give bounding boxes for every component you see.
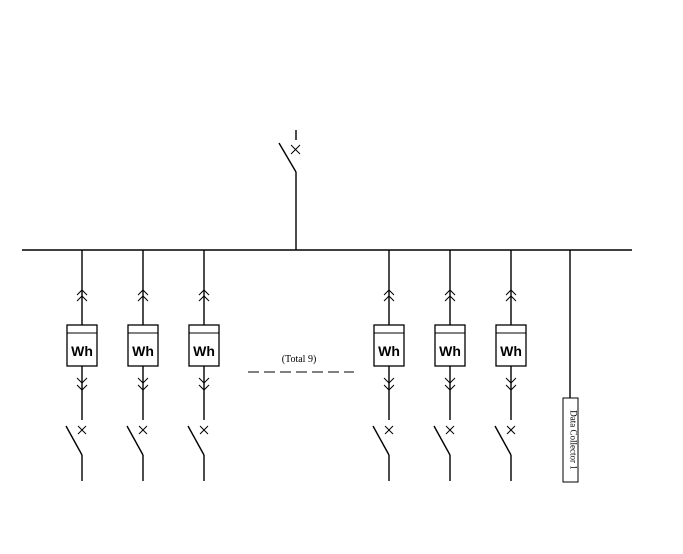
feeder-branch: Wh [126, 250, 159, 481]
feeder-breaker-icon [65, 425, 87, 481]
energy-meter: Wh [66, 324, 98, 367]
plug-in-connector-icon [383, 289, 395, 302]
feeder-breaker-icon [372, 425, 394, 481]
continuation-indicator: (Total 9) [248, 354, 354, 373]
plug-in-connector-icon [383, 377, 395, 391]
feeder-branch: Wh [187, 250, 220, 481]
meter-label: Wh [193, 343, 215, 359]
feeder-branch: Wh [372, 250, 405, 481]
data-collector-box [562, 397, 579, 483]
meter-label: Wh [132, 343, 154, 359]
feeder-branch: Wh [494, 250, 527, 481]
plug-in-connector-icon [76, 377, 88, 391]
data-collector: Data Collector 1 [562, 250, 579, 483]
feeder-breaker-icon [187, 425, 209, 481]
feeder-breaker-icon [126, 425, 148, 481]
plug-in-connector-icon [505, 289, 517, 302]
meter-label: Wh [71, 343, 93, 359]
plug-in-connector-icon [198, 377, 210, 391]
feeder-breaker-icon [433, 425, 455, 481]
feeder-branch: Wh [65, 250, 98, 481]
feeder-group: Wh Wh Wh Wh Wh Wh [65, 250, 527, 481]
energy-meter: Wh [127, 324, 159, 367]
energy-meter: Wh [434, 324, 466, 367]
meter-label: Wh [378, 343, 400, 359]
plug-in-connector-icon [76, 289, 88, 302]
energy-meter: Wh [373, 324, 405, 367]
main-incoming-breaker [278, 130, 301, 250]
energy-meter: Wh [495, 324, 527, 367]
feeder-breaker-icon [494, 425, 516, 481]
total-note: (Total 9) [282, 354, 317, 365]
plug-in-connector-icon [137, 289, 149, 302]
energy-meter: Wh [188, 324, 220, 367]
plug-in-connector-icon [444, 377, 456, 391]
plug-in-connector-icon [505, 377, 517, 391]
plug-in-connector-icon [444, 289, 456, 302]
feeder-branch: Wh [433, 250, 466, 481]
plug-in-connector-icon [137, 377, 149, 391]
meter-label: Wh [500, 343, 522, 359]
meter-label: Wh [439, 343, 461, 359]
data-collector-label: Data Collector 1 [569, 410, 579, 469]
plug-in-connector-icon [198, 289, 210, 302]
